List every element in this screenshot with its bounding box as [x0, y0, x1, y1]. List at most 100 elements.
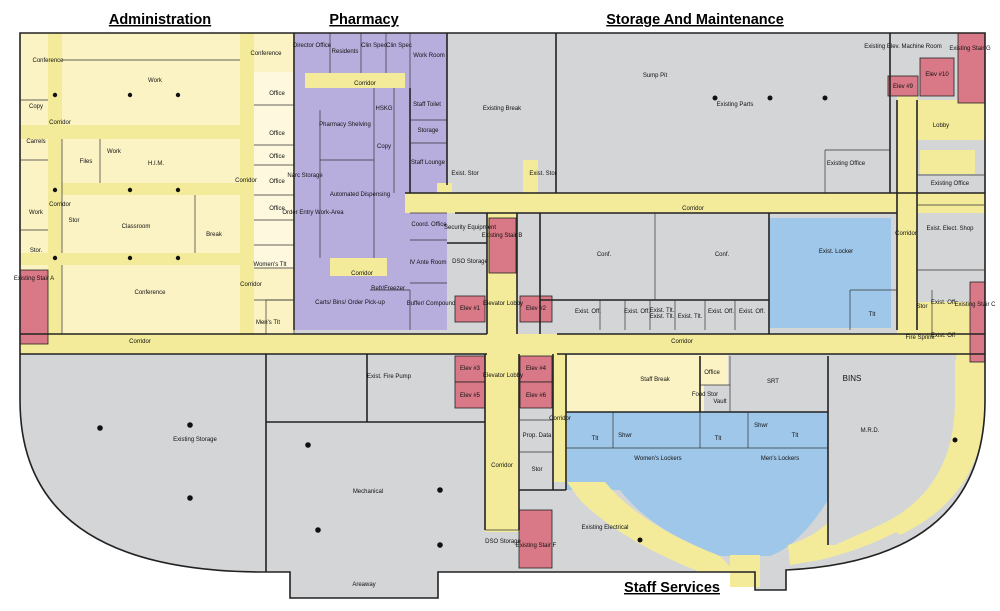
room-label: DSO Storage: [452, 259, 488, 265]
room-label: Tlt: [592, 436, 599, 442]
room-label: Shwr: [618, 433, 632, 439]
room-label: Existing Parts: [717, 102, 754, 108]
office-column: [248, 72, 294, 268]
room-label: Existing Stair F: [516, 543, 557, 549]
room-label: Corridor: [895, 231, 917, 237]
room-label: Clin Spec: [386, 43, 412, 49]
room-label: Exist. Locker: [819, 249, 853, 255]
interior-walls: [20, 33, 985, 531]
room-label: Elev #10: [925, 72, 949, 78]
elev-3: [454, 355, 486, 383]
room-label: Conference: [134, 290, 166, 296]
room-label: Prop. Data: [523, 433, 552, 439]
room-label: Pharmacy Shelving: [319, 122, 371, 128]
pharmacy-heading: Pharmacy: [329, 12, 398, 28]
room-label: Existing Storage: [173, 437, 217, 443]
existing-stair-c: [969, 281, 986, 363]
room-label: Women's Tlt: [254, 262, 287, 268]
room-label: Copy: [377, 144, 391, 150]
room-label: Elev #4: [526, 366, 547, 372]
mrd-area: [828, 356, 955, 545]
room-label: Elev #1: [460, 306, 481, 312]
room-label: Office: [269, 131, 285, 137]
room-label: Women's Lockers: [634, 456, 681, 462]
room-label: SRT: [767, 379, 779, 385]
staff-break-area: [566, 355, 704, 417]
room-label: Stor: [531, 467, 542, 473]
room-label: Exist. Off.: [624, 309, 650, 315]
room-label: Conference: [32, 58, 64, 64]
room-label: Existing Elev. Machine Room: [864, 44, 942, 50]
room-label: Sump Pit: [643, 73, 668, 79]
room-label: Elev #2: [526, 306, 547, 312]
room-label: Elev #3: [460, 366, 481, 372]
room-label: Storage: [417, 128, 439, 134]
room-label: BINS: [843, 374, 862, 383]
room-label: Copy: [29, 104, 43, 110]
room-label: Elevator Lobby: [483, 373, 523, 379]
room-label: Conf.: [597, 252, 612, 258]
room-label: Corridor: [351, 271, 373, 277]
room-label: Carts/ Bins/ Order Pick-up: [315, 300, 385, 306]
room-label: Exist. Stor: [451, 171, 478, 177]
room-label: Tlt: [715, 436, 722, 442]
room-label: Security Equipment: [444, 225, 496, 231]
room-label: Elev #5: [460, 393, 481, 399]
room-label: Office: [269, 206, 285, 212]
room-label: Order Entry Work-Area: [282, 210, 344, 216]
room-label: Exist. Off: [931, 333, 956, 339]
staff-office-area: [700, 355, 728, 385]
room-label: Staff Lounge: [411, 160, 446, 166]
room-label: Existing Stair G: [949, 46, 991, 52]
room-label: Office: [269, 179, 285, 185]
room-label: Work Room: [413, 53, 445, 59]
room-label: Corridor: [240, 282, 262, 288]
room-label: H.I.M.: [148, 161, 164, 167]
room-label: Stor.: [30, 248, 43, 254]
room-label: DSO Storage: [485, 539, 521, 545]
room-label: Existing Electrical: [581, 525, 628, 531]
room-label: Corridor: [682, 206, 704, 212]
room-label: Exist. Tlt.: [678, 314, 703, 320]
existing-stair-a: [19, 269, 49, 345]
room-label: Tlt: [869, 312, 876, 318]
room-label: Tlt: [792, 433, 799, 439]
room-label: Refr/Freezer: [371, 286, 405, 292]
room-label: Exist. Off.: [708, 309, 734, 315]
room-label: Shwr: [754, 423, 768, 429]
room-label: Automated Dispensing: [330, 192, 390, 198]
room-label: Carrels: [26, 139, 45, 145]
room-label: IV Ante Room: [409, 260, 446, 266]
staff-services-heading: Staff Services: [624, 580, 720, 596]
room-label: Corridor: [549, 416, 571, 422]
room-label: Exist. Fire Pump: [367, 374, 412, 380]
structural-columns: [52, 92, 958, 548]
room-label: Clin Spec: [361, 43, 387, 49]
room-label: Lobby: [933, 123, 949, 129]
room-label: Exist. Off.: [739, 309, 765, 315]
room-label: Exist. Stor: [529, 171, 556, 177]
room-label: Elev #6: [526, 393, 547, 399]
room-label: Fire Sprink: [905, 335, 935, 341]
room-label: M.R.D.: [861, 428, 880, 434]
room-label: Files: [80, 159, 93, 165]
room-label: Conf.: [715, 252, 730, 258]
room-label: Exist. Off.: [575, 309, 601, 315]
room-label: Office: [269, 154, 285, 160]
room-label: Corridor: [49, 202, 71, 208]
elev-6: [519, 381, 553, 409]
room-label: Office: [704, 370, 720, 376]
room-label: Existing Stair B: [482, 233, 523, 239]
room-label: HSKG: [375, 106, 392, 112]
room-label: Exist. Elect. Shop: [926, 226, 974, 232]
room-label: Existing Stair C: [954, 302, 996, 308]
elev-10: [919, 57, 955, 97]
room-label: Men's Lockers: [761, 456, 800, 462]
room-label: Existing Office: [827, 161, 866, 167]
elev-5: [454, 381, 486, 409]
room-label: Corridor: [354, 81, 376, 87]
walls: [19, 32, 986, 599]
storage-maintenance-heading: Storage And Maintenance: [606, 12, 784, 28]
elev-1: [454, 295, 486, 323]
